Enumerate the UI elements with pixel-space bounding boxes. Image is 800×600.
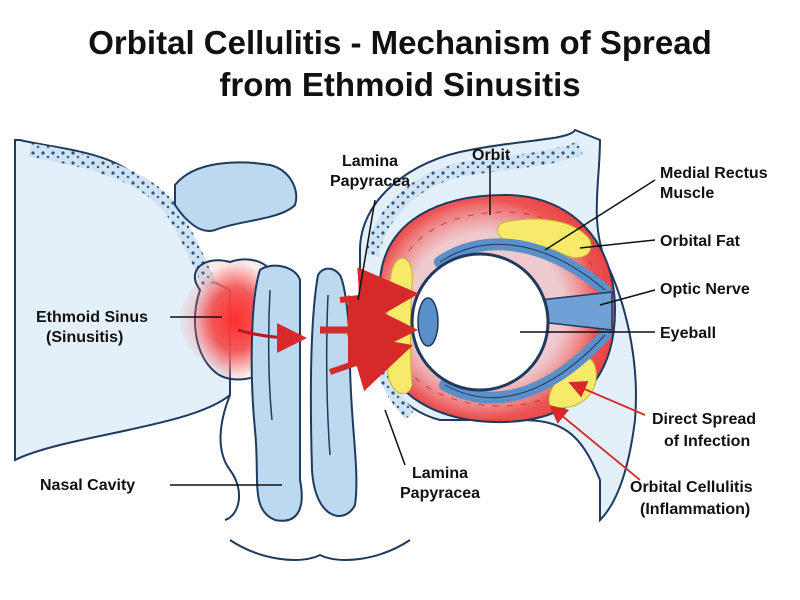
label-orbital-cellulitis-line1: Orbital Cellulitis (630, 479, 753, 496)
label-eyeball: Eyeball (660, 325, 716, 342)
label-lamina-top-line2: Papyracea (330, 173, 410, 190)
page-title: Orbital Cellulitis - Mechanism of Spread… (0, 22, 800, 106)
label-lamina-bottom-line1: Lamina (412, 465, 468, 482)
label-medial-rectus-line2: Muscle (660, 185, 714, 202)
label-nasal-cavity: Nasal Cavity (40, 477, 135, 494)
title-line-1: Orbital Cellulitis - Mechanism of Spread (88, 24, 712, 61)
spread-arrows (237, 267, 419, 392)
red-leader-lines (549, 380, 646, 481)
left-bone-structure (14, 139, 298, 462)
label-ethmoid-sinus-line1: Ethmoid Sinus (36, 309, 148, 326)
label-medial-rectus-line1: Medial Rectus (660, 165, 768, 182)
leader-lines (170, 165, 656, 486)
label-orbital-fat: Orbital Fat (660, 233, 741, 250)
title-line-2: from Ethmoid Sinusitis (219, 66, 581, 103)
label-ethmoid-sinus-line2: (Sinusitis) (46, 329, 123, 346)
label-orbital-cellulitis-line2: (Inflammation) (640, 501, 750, 518)
label-lamina-top-line1: Lamina (342, 153, 398, 170)
label-orbit: Orbit (472, 147, 511, 164)
label-optic-nerve: Optic Nerve (660, 281, 750, 298)
eyeball (410, 252, 550, 392)
label-direct-spread-line1: Direct Spread (652, 411, 756, 428)
label-lamina-bottom-line2: Papyracea (400, 485, 480, 502)
label-direct-spread-line2: of Infection (664, 433, 750, 450)
